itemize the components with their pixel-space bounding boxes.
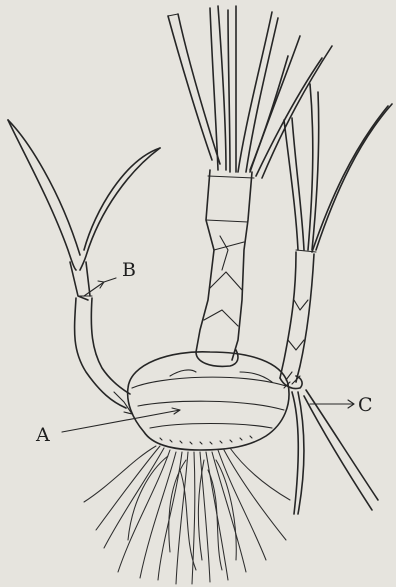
label-a: A (35, 424, 50, 446)
label-c: C (358, 394, 373, 416)
label-b: B (122, 259, 136, 281)
